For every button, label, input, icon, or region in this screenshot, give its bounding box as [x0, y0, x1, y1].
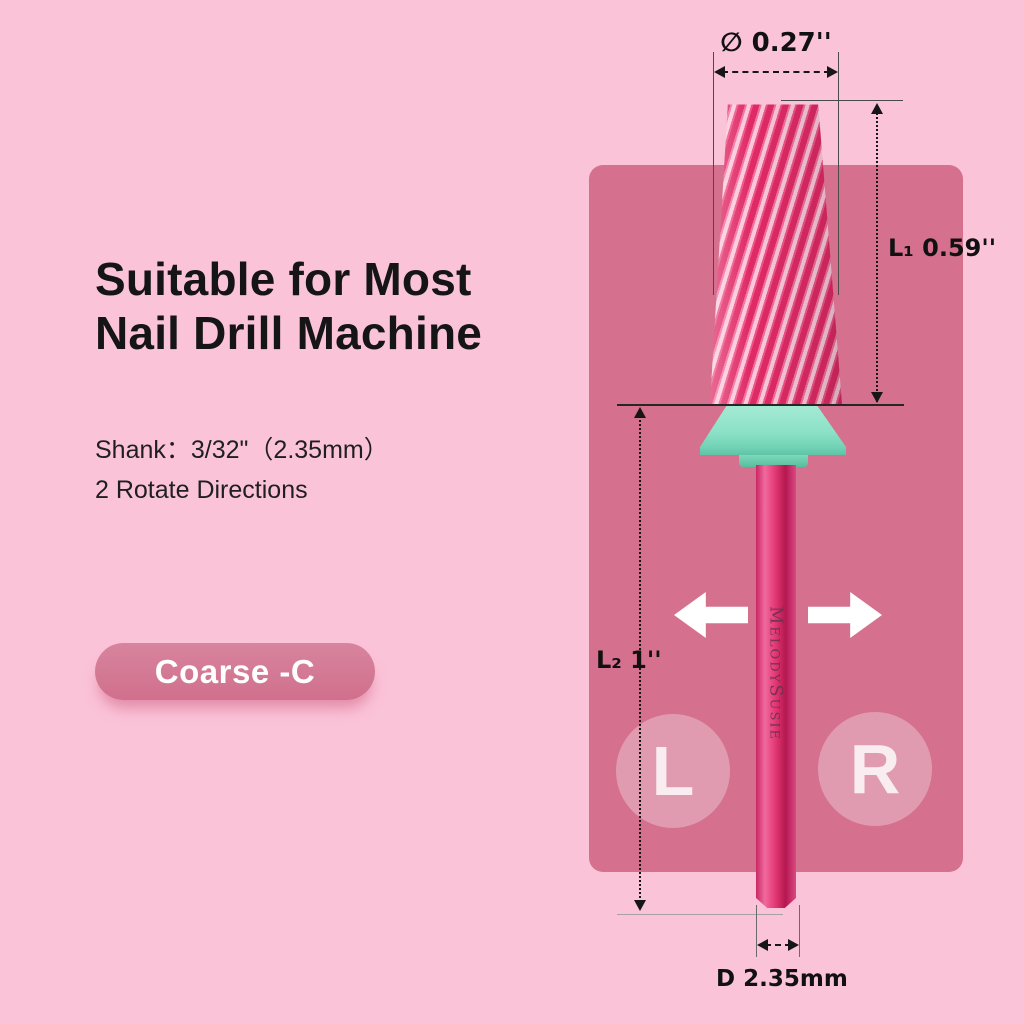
- drill-bit-shank: [756, 465, 796, 908]
- extension-line-left: [713, 52, 714, 295]
- l2-arrowhead-up: [634, 407, 646, 418]
- l1-arrowhead-up: [871, 103, 883, 114]
- d-extension-line-right: [799, 905, 800, 957]
- d-arrowhead-right: [788, 939, 799, 951]
- rotation-right-label: R: [849, 730, 901, 808]
- d-dim-line: [765, 944, 791, 946]
- page-title: Suitable for Most Nail Drill Machine: [95, 252, 482, 360]
- grit-badge-label: Coarse -C: [154, 652, 316, 690]
- collar-step: [739, 455, 808, 467]
- l1-top-connector-line: [781, 100, 903, 101]
- dim-arrowhead-right: [827, 66, 838, 78]
- rotation-left-label: L: [651, 732, 695, 810]
- d-extension-line-left: [756, 905, 757, 957]
- page-title-line2: Nail Drill Machine: [95, 307, 483, 359]
- rotation-right-badge: R: [818, 712, 932, 826]
- d-arrowhead-left: [757, 939, 768, 951]
- diameter-dim-line: [722, 71, 830, 73]
- l2-arrowhead-down: [634, 900, 646, 911]
- extension-line-right: [838, 52, 839, 295]
- silicone-collar: [700, 405, 846, 455]
- page-title-line1: Suitable for Most: [95, 253, 472, 305]
- l2-dim-line: [639, 409, 641, 909]
- datum-line: [617, 404, 904, 406]
- l1-dim-line: [876, 106, 878, 402]
- grit-badge: Coarse -C: [95, 643, 375, 700]
- dim-arrowhead-left: [714, 66, 725, 78]
- drill-bit-head: [710, 104, 842, 404]
- base-line: [617, 914, 783, 915]
- shank-length-label: L₂ 1'': [596, 646, 662, 674]
- rotation-left-badge: L: [616, 714, 730, 828]
- brand-logo-text: MelodySusie: [765, 606, 787, 742]
- shank-spec-text: Shank：3/32"（2.35mm）: [95, 436, 389, 464]
- head-length-label: L₁ 0.59'': [888, 234, 997, 262]
- l1-arrowhead-down: [871, 392, 883, 403]
- tip-diameter-label: ∅ 0.27'': [720, 28, 832, 58]
- shank-diameter-label: D 2.35mm: [716, 966, 848, 992]
- rotate-directions-text: 2 Rotate Directions: [95, 476, 308, 504]
